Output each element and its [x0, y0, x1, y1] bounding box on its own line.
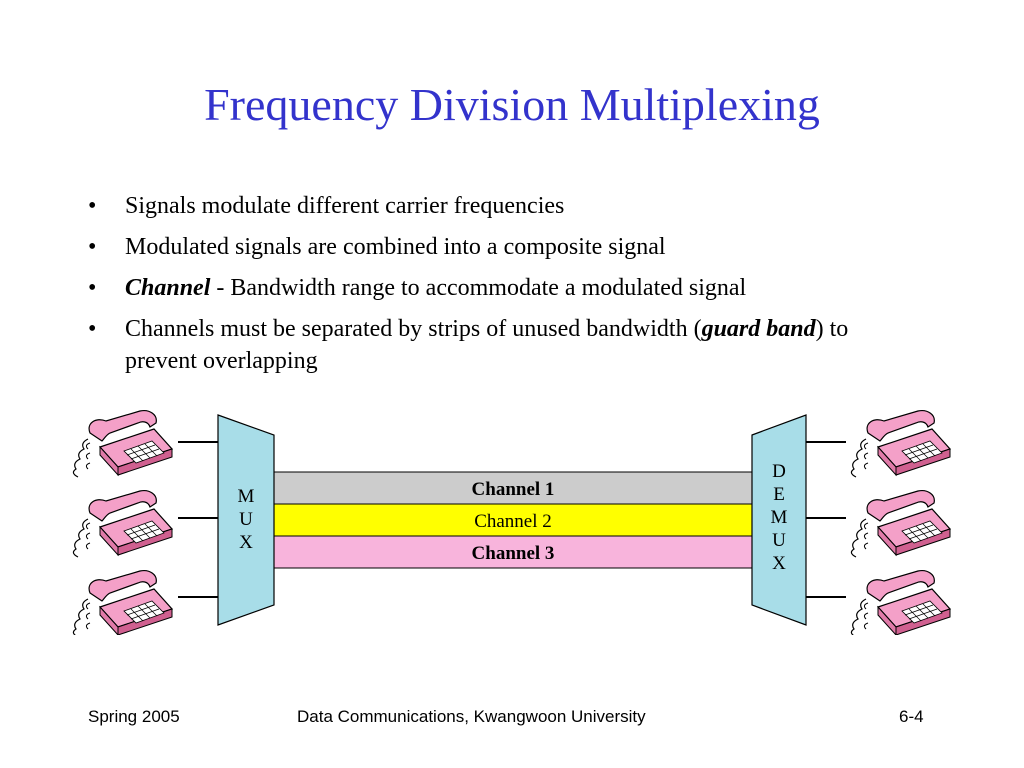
footer-page-number: 6-4: [899, 707, 924, 726]
bullet-item: Signals modulate different carrier frequ…: [88, 190, 908, 222]
demux-block: [751, 414, 807, 626]
demux-label-letter: E: [773, 484, 785, 505]
mux-label-letter: X: [239, 532, 253, 553]
footer-date: Spring 2005: [88, 707, 180, 726]
mux-label-letter: U: [239, 509, 253, 530]
footer-course: Data Communications, Kwangwoon Universit…: [297, 707, 646, 726]
demux-label-letter: X: [772, 553, 786, 574]
bullet-item: Channel - Bandwidth range to accommodate…: [88, 272, 908, 304]
signal-lines: [178, 441, 846, 598]
bullet-text: ) to prevent overlapping: [125, 316, 849, 374]
telephone-icon: [850, 570, 951, 635]
bullet-item: Channels must be separated by strips of …: [88, 313, 908, 377]
telephone-icon: [72, 570, 173, 635]
bullet-text: Modulated signals are combined into a co…: [125, 234, 666, 260]
channel-bands: Channel 1 Channel 2 Channel 3: [273, 471, 753, 569]
channel-3-band: [273, 535, 753, 569]
bullet-list: Signals modulate different carrier frequ…: [88, 190, 908, 386]
bullet-term: guard band: [701, 316, 816, 342]
channel-2-band: [273, 503, 753, 537]
telephone-icon: [72, 410, 173, 478]
channel-2-label: Channel 2: [474, 511, 552, 532]
telephone-icon: [850, 490, 951, 558]
slide-title: Frequency Division Multiplexing: [204, 79, 820, 130]
demux-label-letter: D: [772, 461, 786, 482]
demux-label-letter: M: [771, 507, 788, 528]
fdm-diagram: Channel 1 Channel 2 Channel 3 M U X D E …: [72, 410, 951, 635]
telephone-icon: [72, 490, 173, 558]
telephone-icon: [850, 410, 951, 478]
bullet-item: Modulated signals are combined into a co…: [88, 231, 908, 263]
channel-1-band: [273, 471, 753, 505]
bullet-text: - Bandwidth range to accommodate a modul…: [210, 275, 747, 301]
bullet-text: Channels must be separated by strips of …: [125, 316, 702, 342]
bullet-text: Signals modulate different carrier frequ…: [125, 193, 565, 219]
bullet-term: Channel: [125, 275, 211, 301]
channel-3-label: Channel 3: [472, 543, 555, 564]
demux-label-letter: U: [772, 530, 786, 551]
mux-block: [217, 414, 275, 626]
channel-1-label: Channel 1: [472, 479, 555, 500]
mux-label-letter: M: [238, 486, 255, 507]
